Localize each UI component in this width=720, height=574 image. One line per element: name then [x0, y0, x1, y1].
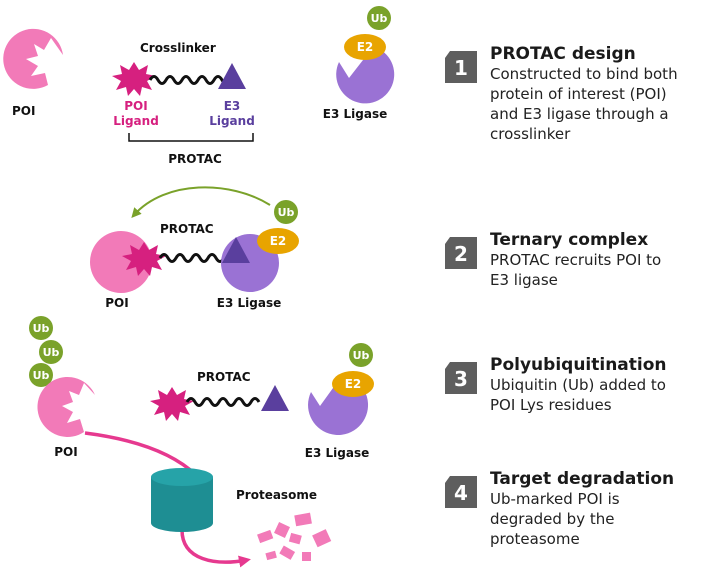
row3-ub-1-label: Ub	[33, 322, 50, 335]
row3-ub-2	[39, 340, 63, 364]
step-4-desc-3: proteasome	[490, 530, 580, 548]
step-1-desc-4: crosslinker	[490, 125, 571, 143]
row2-ub	[274, 200, 298, 224]
row2-e3-ligase-label: E3 Ligase	[217, 296, 281, 310]
row1-protac-label: PROTAC	[168, 152, 222, 166]
row1-poi	[3, 28, 64, 89]
row3-ub-3	[29, 363, 53, 387]
step-1-desc-1: Constructed to bind both	[490, 65, 678, 83]
step-3-desc-2: POI Lys residues	[490, 396, 612, 414]
row2-poi-ligand-star	[122, 242, 166, 276]
step-4-badge-icon: 4	[445, 476, 477, 508]
svg-text:1: 1	[454, 56, 468, 80]
row3-e3-ligase-label: E3 Ligase	[305, 446, 369, 460]
row3-ub-3-label: Ub	[33, 369, 50, 382]
svg-text:2: 2	[454, 242, 468, 266]
row1-crosslinker-chain	[148, 75, 232, 85]
row1-protac-bracket	[128, 133, 254, 142]
row2-e2	[257, 228, 299, 254]
row1-ub	[367, 6, 391, 30]
row3-e2-label: E2	[345, 377, 362, 391]
step-1-desc-2: protein of interest (POI)	[490, 85, 667, 103]
step-1-badge-icon: 1	[445, 51, 477, 83]
row1-e3-ligand-label-2: Ligand	[209, 114, 255, 128]
row2-poi	[90, 231, 152, 293]
step-3-title: Polyubiquitination	[490, 355, 667, 375]
row1-e3-ligase	[336, 46, 395, 104]
step-2-desc-1: PROTAC recruits POI to	[490, 251, 662, 269]
step-3-badge-icon: 3	[445, 362, 477, 394]
step-4-desc-1: Ub-marked POI is	[490, 490, 620, 508]
row1-poi-ligand-label-1: POI	[124, 99, 147, 113]
row2-protac-label: PROTAC	[160, 222, 214, 236]
step-1: 1 PROTAC design Constructed to bind both…	[442, 44, 720, 144]
step-2-badge-icon: 2	[445, 237, 477, 269]
row2-crosslinker-chain	[158, 253, 226, 263]
row2-ub-label: Ub	[278, 206, 295, 219]
step-1-desc-3: and E3 ligase through a	[490, 105, 669, 123]
row1-e3-ligand-triangle	[218, 63, 246, 89]
row3-ub-label: Ub	[353, 349, 370, 362]
row1-e2	[344, 34, 386, 60]
degraded-fragments	[257, 512, 332, 561]
row3-e2	[332, 371, 374, 397]
row1-crosslinker-label: Crosslinker	[140, 41, 216, 55]
row3-e3-ligand-triangle	[261, 385, 289, 411]
step-4-title: Target degradation	[490, 469, 675, 489]
row3-poi-ligand-star	[150, 387, 194, 421]
row1-poi-ligand-label-2: Ligand	[113, 114, 159, 128]
step-4-desc-2: degraded by the	[490, 510, 615, 528]
row3-ub-1	[29, 316, 53, 340]
row1-e3-ligase-label: E3 Ligase	[323, 107, 387, 121]
row3-protac-label: PROTAC	[197, 370, 251, 384]
row3-ub	[349, 343, 373, 367]
row3-ub-2-label: Ub	[43, 346, 60, 359]
step-2-title: Ternary complex	[490, 230, 649, 250]
row2-e3-ligand-triangle	[222, 237, 250, 263]
svg-text:3: 3	[454, 367, 468, 391]
row1-poi-label: POI	[12, 104, 35, 118]
step-2-desc-2: E3 ligase	[490, 271, 558, 289]
row1-poi-ligand-star	[112, 62, 156, 96]
row1-e2-label: E2	[357, 40, 374, 54]
step-3: 3 Polyubiquitination Ubiquitin (Ub) adde…	[442, 355, 720, 415]
svg-text:4: 4	[454, 481, 468, 505]
proteasome-label: Proteasome	[236, 488, 317, 502]
row1-ub-label: Ub	[371, 12, 388, 25]
step-1-title: PROTAC design	[490, 44, 636, 64]
row2-green-arrow	[131, 186, 271, 218]
row3-poi-label: POI	[54, 445, 77, 459]
row2-e2-label: E2	[270, 234, 287, 248]
step-2: 2 Ternary complex PROTAC recruits POI to…	[442, 230, 720, 290]
row2-poi-label: POI	[105, 296, 128, 310]
row3-poi	[37, 376, 95, 437]
row1-e3-ligand-label-1: E3	[224, 99, 241, 113]
step-4: 4 Target degradation Ub-marked POI is de…	[442, 469, 720, 549]
proteasome	[151, 468, 213, 532]
step-3-desc-1: Ubiquitin (Ub) added to	[490, 376, 666, 394]
row3-crosslinker-chain	[185, 397, 261, 407]
row3-pink-arrow-out	[180, 529, 251, 568]
